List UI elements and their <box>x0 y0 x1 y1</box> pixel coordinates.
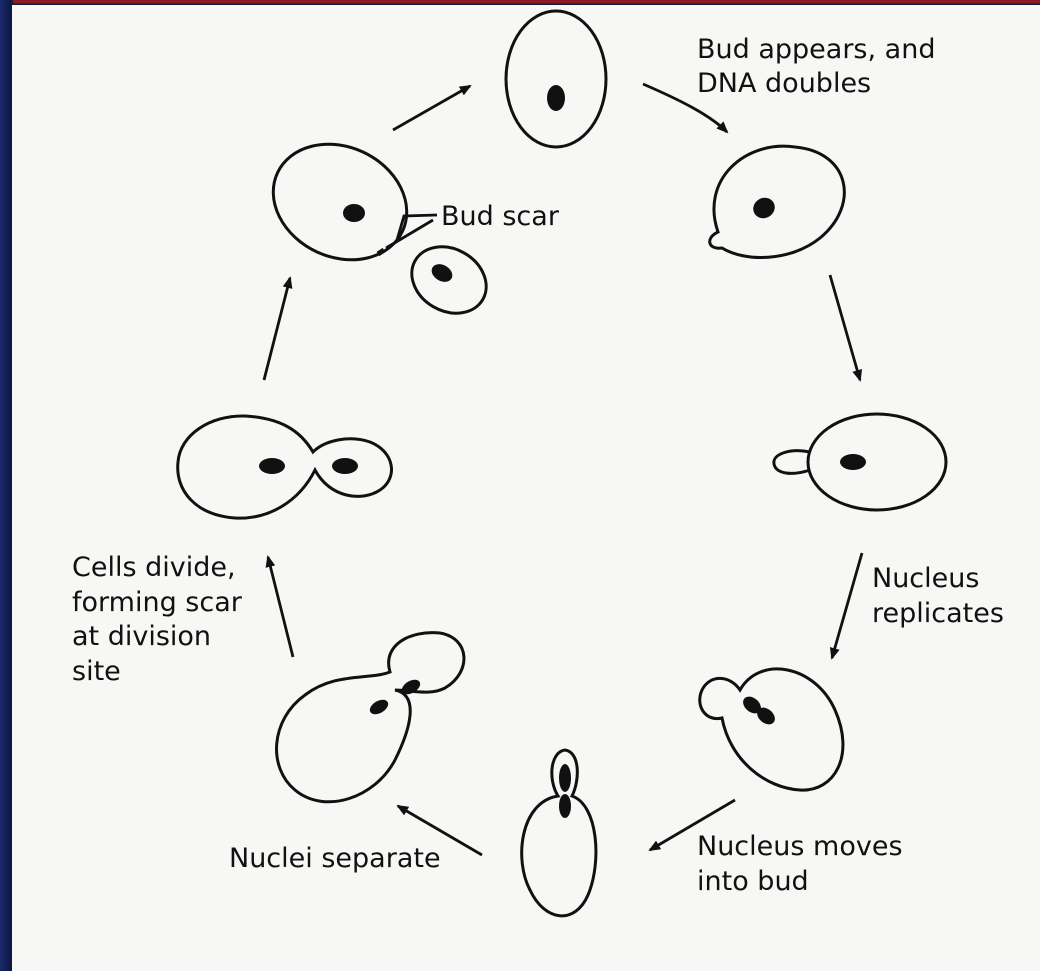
label-nucleus-moves-line2: into bud <box>697 866 809 897</box>
cell-small-bud <box>774 414 946 510</box>
label-cells-divide-line2: forming scar <box>72 587 243 618</box>
arrow-to-nucleus-replicates <box>832 553 862 658</box>
label-bud-appears-line2: DNA doubles <box>697 68 871 99</box>
cell-bud-appears <box>710 146 845 257</box>
cell-nucleus-replicates <box>700 669 843 790</box>
cell-dividing <box>178 416 392 518</box>
nucleus <box>259 458 285 474</box>
nucleus <box>559 764 571 792</box>
label-nuclei-separate: Nuclei separate <box>229 843 441 874</box>
label-bud-scar: Bud scar <box>441 201 560 232</box>
label-cells-divide-line1: Cells divide, <box>72 552 236 583</box>
cell-membrane <box>700 669 843 790</box>
nucleus <box>547 85 565 111</box>
nucleus <box>428 261 455 286</box>
cell-top <box>506 11 606 147</box>
cell-membrane <box>522 750 596 916</box>
label-nucleus-replicates-line1: Nucleus <box>872 563 979 594</box>
nucleus <box>343 204 365 222</box>
bud-scar-mark <box>378 250 384 254</box>
cell-membrane <box>506 11 606 147</box>
bud-scar-pointer-line-2 <box>386 220 433 248</box>
nucleus <box>559 794 571 818</box>
arrow-to-small-bud <box>830 275 860 380</box>
nucleus <box>749 194 778 222</box>
cell-mother-with-scar <box>254 123 426 281</box>
cell-nuclei-separate <box>277 633 464 802</box>
arrow-to-top-cell <box>393 86 470 130</box>
label-bud-appears-line1: Bud appears, and <box>697 34 935 65</box>
label-nucleus-replicates-line2: replicates <box>872 598 1004 629</box>
cell-nucleus-moves <box>522 750 596 916</box>
nucleus <box>840 454 866 470</box>
arrow-to-dividing <box>268 557 293 657</box>
label-nucleus-moves-line1: Nucleus moves <box>697 831 903 862</box>
arrow-to-mother-with-scar <box>264 278 290 380</box>
cell-membrane <box>254 123 426 281</box>
nucleus <box>332 458 358 474</box>
bud <box>774 451 810 474</box>
cell-daughter <box>400 234 499 327</box>
nucleus <box>367 697 390 717</box>
label-cells-divide-line3: at division <box>72 621 211 652</box>
cell-membrane <box>277 633 464 802</box>
cell-membrane <box>808 414 946 510</box>
label-cells-divide-line4: site <box>72 656 121 687</box>
cell-membrane <box>710 146 845 257</box>
